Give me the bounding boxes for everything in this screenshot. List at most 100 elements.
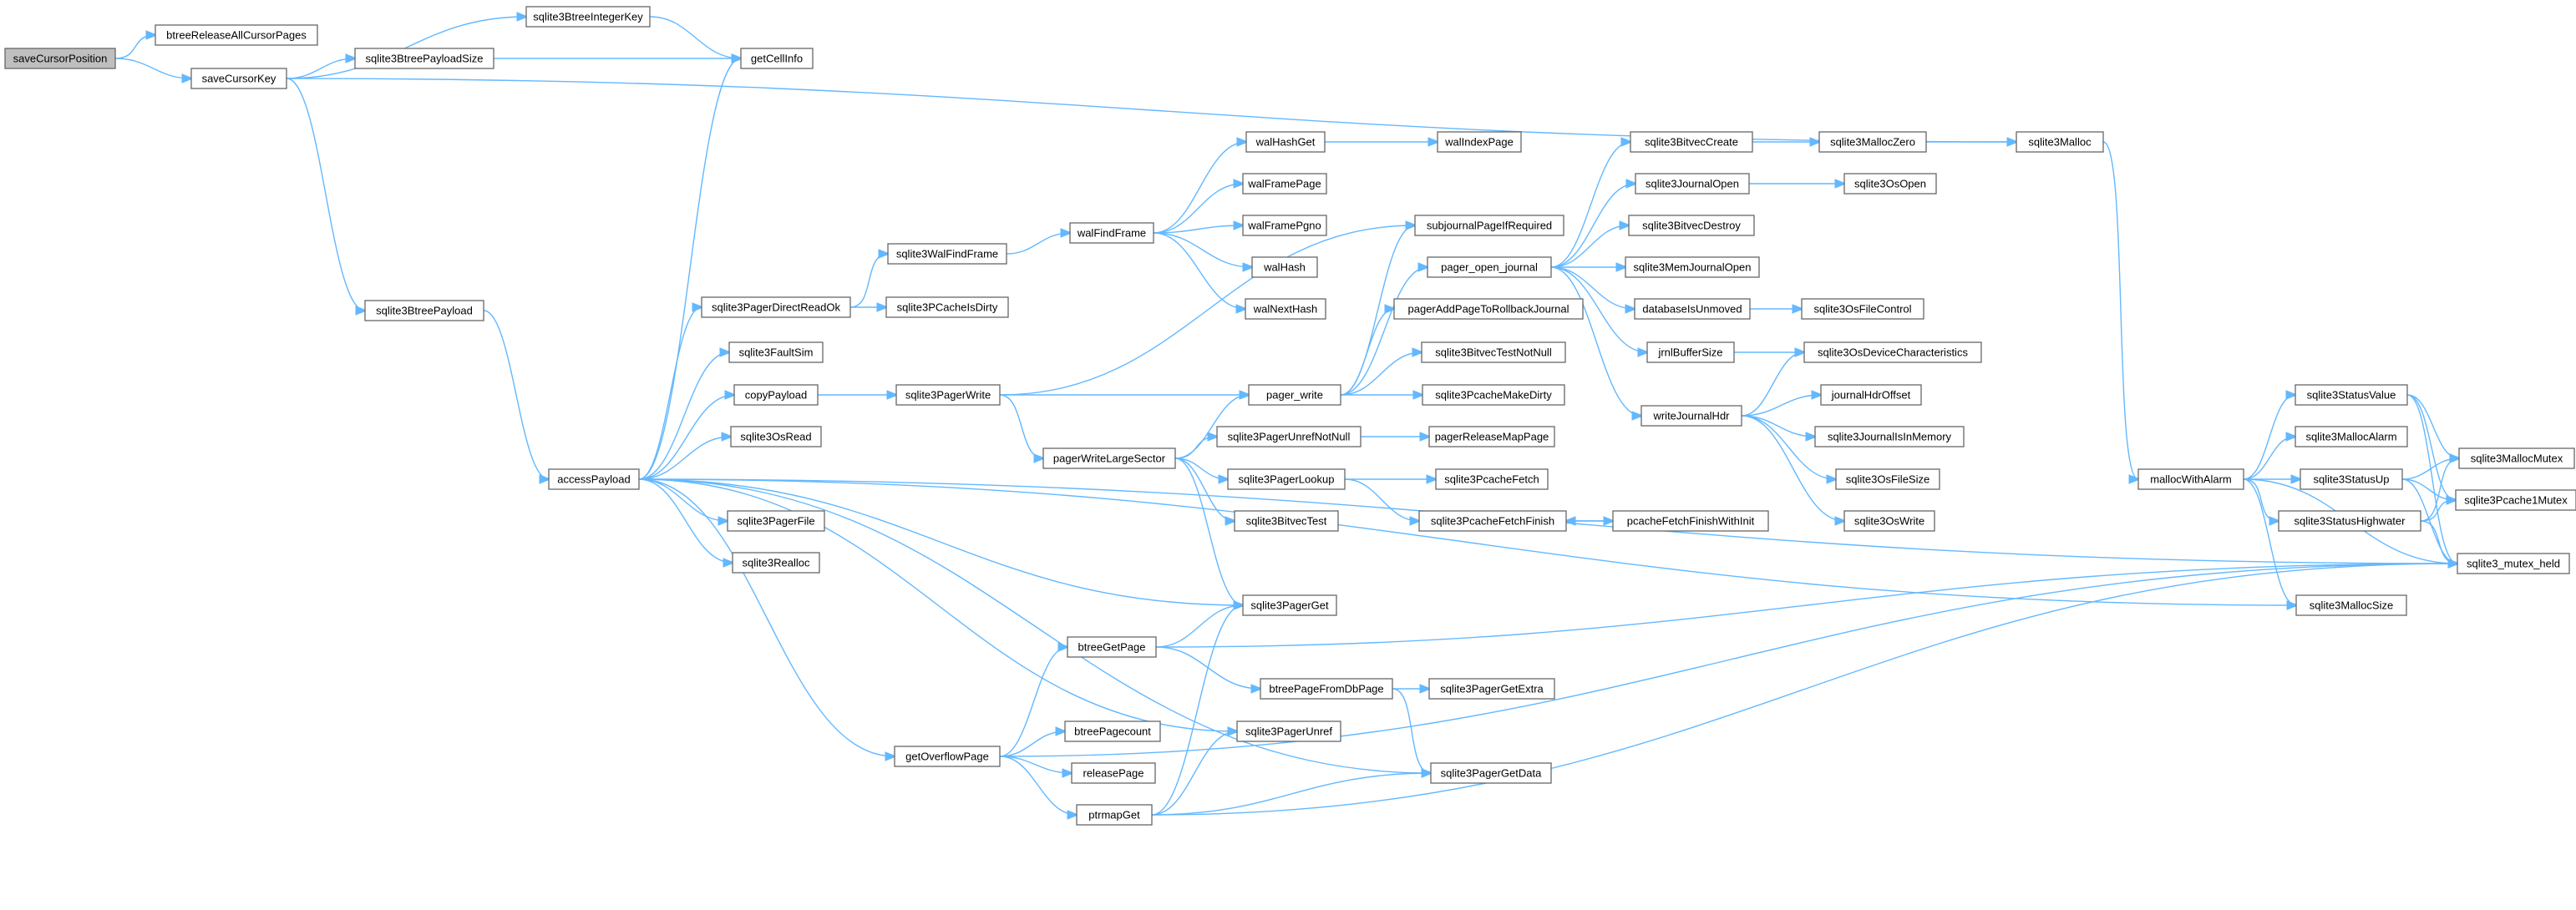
node-wal-next-hash[interactable]: walNextHash [1245,298,1326,320]
edge-sqlite3-malloc-to-malloc-with-alarm [2102,141,2138,479]
node-sqlite3-malloc-zero[interactable]: sqlite3MallocZero [1818,131,1927,153]
node-sqlite3-mem-journal-open[interactable]: sqlite3MemJournalOpen [1625,256,1760,278]
node-sqlite3-journal-is-in-memory[interactable]: sqlite3JournalIsInMemory [1814,426,1965,447]
node-sqlite3-malloc-mutex[interactable]: sqlite3MallocMutex [2458,447,2575,469]
node-label: sqlite3BtreePayload [376,304,473,316]
node-wal-frame-pgno[interactable]: walFramePgno [1242,215,1327,236]
node-btree-page-from-db-page[interactable]: btreePageFromDbPage [1260,678,1393,700]
node-label: sqlite3MallocAlarm [2305,430,2396,442]
node-get-cell-info[interactable]: getCellInfo [740,48,814,69]
node-sqlite3-journal-open[interactable]: sqlite3JournalOpen [1635,173,1750,195]
node-pager-open-journal[interactable]: pager_open_journal [1427,256,1552,278]
node-sqlite3-pcache-fetch-finish[interactable]: sqlite3PcacheFetchFinish [1418,510,1567,532]
node-sqlite3-pager-get-extra[interactable]: sqlite3PagerGetExtra [1428,678,1555,700]
node-release-page[interactable]: releasePage [1071,762,1156,784]
node-database-is-unmoved[interactable]: databaseIsUnmoved [1634,298,1751,320]
node-label: sqlite3OsFileControl [1813,302,1911,315]
node-pager-add-page-to-rollback-journal[interactable]: pagerAddPageToRollbackJournal [1393,298,1584,320]
node-sqlite3-malloc[interactable]: sqlite3Malloc [2016,131,2104,153]
edge-access-payload-to-sqlite3-pager-get-data [638,478,1431,773]
node-label: saveCursorPosition [13,52,108,64]
node-box [1843,510,1935,532]
node-sqlite3-malloc-size[interactable]: sqlite3MallocSize [2295,594,2407,616]
node-journal-hdr-offset[interactable]: journalHdrOffset [1820,384,1922,406]
node-pager-release-map-page[interactable]: pagerReleaseMapPage [1428,426,1555,447]
node-label: sqlite3Realloc [743,556,810,569]
node-sqlite3-btree-integer-key[interactable]: sqlite3BtreeIntegerKey [525,6,651,28]
node-sqlite3-pager-unref-not-null[interactable]: sqlite3PagerUnrefNotNull [1216,426,1362,447]
node-malloc-with-alarm[interactable]: mallocWithAlarm [2137,468,2244,490]
node-save-cursor-key[interactable]: saveCursorKey [190,68,287,89]
node-sqlite3-bitvec-destroy[interactable]: sqlite3BitvecDestroy [1628,215,1755,236]
node-sqlite3-pager-get-data[interactable]: sqlite3PagerGetData [1430,762,1552,784]
edge-ptrmap-get-to-sqlite3-pager-get [1151,605,1243,816]
node-sqlite3-bitvec-create[interactable]: sqlite3BitvecCreate [1630,131,1753,153]
node-sqlite3-btree-payload[interactable]: sqlite3BtreePayload [364,300,484,321]
node-sqlite3-status-highwater[interactable]: sqlite3StatusHighwater [2278,510,2421,532]
node-label: sqlite3Pcache1Mutex [2464,493,2568,506]
node-wal-index-page[interactable]: walIndexPage [1437,131,1522,153]
node-btree-get-page[interactable]: btreeGetPage [1067,636,1157,658]
node-sqlite3-pcache1-mutex[interactable]: sqlite3Pcache1Mutex [2455,489,2576,511]
edge-pager-open-journal-to-sqlite3-bitvec-create [1550,142,1630,268]
node-sqlite3-os-write[interactable]: sqlite3OsWrite [1843,510,1935,532]
node-sqlite3-os-read[interactable]: sqlite3OsRead [730,426,822,447]
node-sqlite3-wal-find-frame[interactable]: sqlite3WalFindFrame [887,243,1007,265]
node-box [1428,426,1555,447]
node-sqlite3-fault-sim[interactable]: sqlite3FaultSim [728,341,824,363]
node-btree-pagecount[interactable]: btreePagecount [1064,720,1161,742]
node-sqlite3-bitvec-test[interactable]: sqlite3BitvecTest [1234,510,1339,532]
node-sqlite3-os-file-size[interactable]: sqlite3OsFileSize [1835,468,1940,490]
node-pager-write[interactable]: pager_write [1248,384,1341,406]
node-sqlite3-pager-direct-read-ok[interactable]: sqlite3PagerDirectReadOk [701,296,851,318]
node-box [548,468,640,490]
node-label: sqlite3MallocMutex [2471,452,2563,464]
node-sqlite3-pcache-is-dirty[interactable]: sqlite3PCacheIsDirty [885,296,1009,318]
node-sqlite3-status-up[interactable]: sqlite3StatusUp [2300,468,2403,490]
node-jrnl-buffer-size[interactable]: jrnlBufferSize [1646,341,1735,363]
node-box [1835,468,1940,490]
node-get-overflow-page[interactable]: getOverflowPage [894,746,1001,767]
node-sqlite3-os-device-characteristics[interactable]: sqlite3OsDeviceCharacteristics [1803,341,1982,363]
node-sqlite3-pager-write[interactable]: sqlite3PagerWrite [895,384,1001,406]
node-write-journal-hdr[interactable]: writeJournalHdr [1640,405,1742,427]
node-label: sqlite3OsRead [740,430,811,442]
node-sqlite3-malloc-alarm[interactable]: sqlite3MallocAlarm [2295,426,2408,447]
node-pcache-fetch-finish-with-init[interactable]: pcacheFetchFinishWithInit [1612,510,1769,532]
node-copy-payload[interactable]: copyPayload [733,384,819,406]
node-sqlite3-mutex-held[interactable]: sqlite3_mutex_held [2457,553,2570,574]
node-box [1234,510,1339,532]
node-sqlite3-bitvec-test-not-null[interactable]: sqlite3BitvecTestNotNull [1421,341,1566,363]
node-wal-frame-page[interactable]: walFramePage [1242,173,1327,195]
node-wal-hash-get[interactable]: walHashGet [1245,131,1326,153]
node-label: walIndexPage [1444,135,1514,148]
node-sqlite3-status-value[interactable]: sqlite3StatusValue [2295,384,2408,406]
node-btree-release-all-cursor-pages[interactable]: btreeReleaseAllCursorPages [155,24,318,46]
node-wal-find-frame[interactable]: walFindFrame [1069,222,1154,244]
node-box [190,68,287,89]
node-label: accessPayload [557,473,630,485]
node-sqlite3-os-file-control[interactable]: sqlite3OsFileControl [1801,298,1924,320]
node-sqlite3-pager-file[interactable]: sqlite3PagerFile [727,510,825,532]
node-sqlite3-os-open[interactable]: sqlite3OsOpen [1843,173,1937,195]
node-sqlite3-pager-get[interactable]: sqlite3PagerGet [1242,594,1337,616]
edge-access-payload-to-sqlite3-os-read [638,437,731,480]
node-box [1216,426,1362,447]
node-sqlite3-realloc[interactable]: sqlite3Realloc [732,552,820,574]
node-box [1625,256,1760,278]
node-sqlite3-pager-unref[interactable]: sqlite3PagerUnref [1236,720,1341,742]
node-sqlite3-btree-payload-size[interactable]: sqlite3BtreePayloadSize [354,48,494,69]
node-label: sqlite3PagerGet [1250,599,1329,611]
node-subjournal-page-if-required[interactable]: subjournalPageIfRequired [1414,215,1564,236]
node-layer: saveCursorPosition btreeReleaseAllCursorP… [4,6,2576,826]
node-access-payload[interactable]: accessPayload [548,468,640,490]
node-sqlite3-pager-lookup[interactable]: sqlite3PagerLookup [1227,468,1346,490]
node-ptrmap-get[interactable]: ptrmapGet [1076,804,1153,826]
node-pager-write-large-sector[interactable]: pagerWriteLargeSector [1042,447,1176,469]
node-label: pagerWriteLargeSector [1053,452,1166,464]
node-box [1042,447,1176,469]
node-sqlite3-pcache-make-dirty[interactable]: sqlite3PcacheMakeDirty [1422,384,1565,406]
node-label: pager_write [1266,388,1323,401]
node-wal-hash[interactable]: walHash [1251,256,1318,278]
node-sqlite3-pcache-fetch[interactable]: sqlite3PcacheFetch [1435,468,1549,490]
